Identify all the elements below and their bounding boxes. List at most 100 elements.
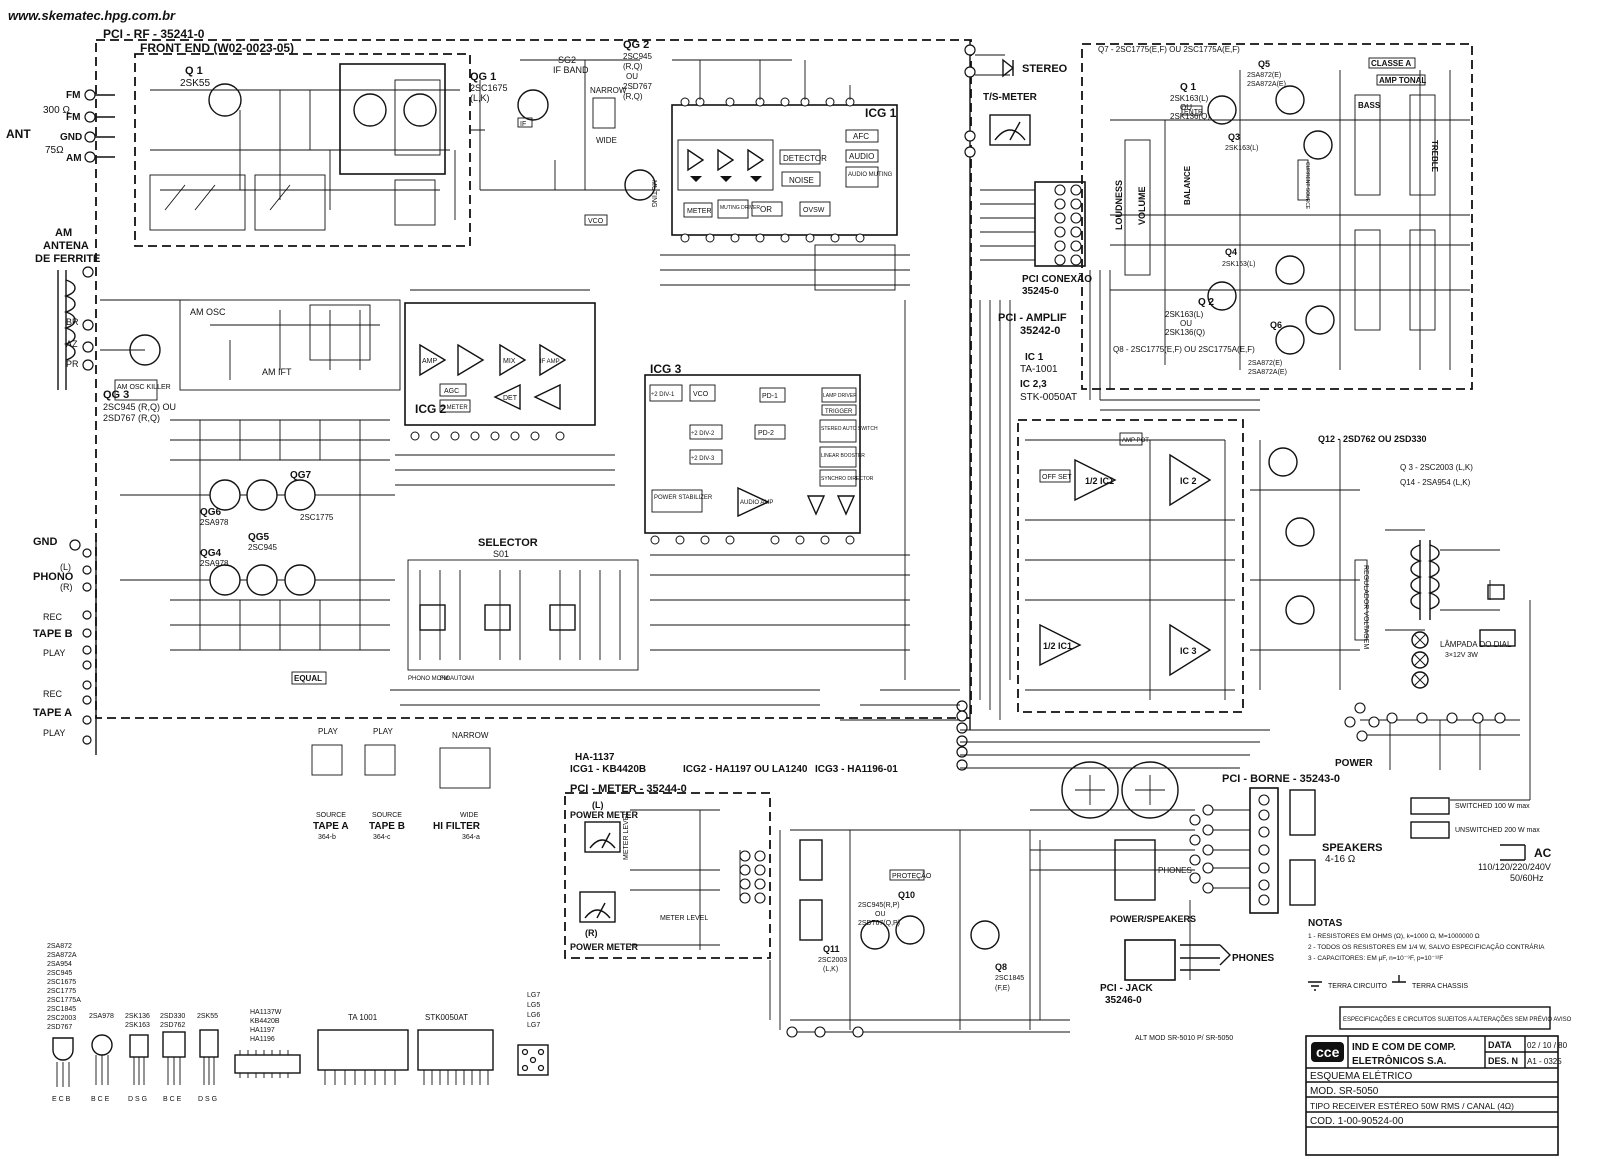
meter-block: METER xyxy=(687,208,712,215)
am-osc-killer-label: AM OSC KILLER xyxy=(117,384,171,391)
power-meter-l-1: POWER METER xyxy=(570,810,639,820)
conexao-board: PCI CONEXÃO 35245-0 PCI - AMPLIF 35242-0… xyxy=(980,181,1092,403)
freq-label: 50/60Hz xyxy=(1510,873,1544,883)
amp-pot-label: AMP POT xyxy=(1122,438,1149,444)
classe-a-label: CLASSE A xyxy=(1371,59,1411,68)
q10-part2: 2SD767(Q,P) xyxy=(858,920,900,927)
cce-logo: cce xyxy=(1316,1044,1340,1060)
coil-label-0: LG7 xyxy=(527,992,540,999)
speakers-label: SPEAKERS xyxy=(1322,842,1383,854)
qg2-transistor xyxy=(624,169,656,201)
pinout-type-3: 2SC945 xyxy=(47,970,72,977)
q10-ou: OU xyxy=(875,911,886,918)
pkg1-pins: E C B xyxy=(52,1096,71,1103)
agc-block: AGC xyxy=(444,388,459,395)
selector-switch: SELECTOR S01 PHONO MONO FM AUTO AM xyxy=(407,537,639,682)
q13-transistor xyxy=(1285,517,1315,547)
q10-part: 2SC945(R,P) xyxy=(858,902,900,909)
protection-circuit: PROTEÇÃO Q10 2SC945(R,P) OU 2SD767(Q,P) … xyxy=(786,829,1070,1038)
fm-auto-label: FM AUTO xyxy=(440,676,467,682)
qg7-part: 2SC1775 xyxy=(300,513,334,522)
title-block: cce IND E COM DE COMP. ELETRÔNICOS S.A. … xyxy=(1305,1035,1568,1156)
rf-transistor-a xyxy=(353,93,387,127)
q5-transistor xyxy=(1275,85,1305,115)
audio-amp-block: AUDIO AMP xyxy=(740,500,773,506)
offset-label: OFF SET xyxy=(1042,474,1072,481)
phono-preamp: QG 3 2SC945 (R,Q) OU 2SD767 (R,Q) QG4 2S… xyxy=(103,389,395,685)
ic-list-3: ICG3 - HA1196-01 xyxy=(815,764,898,775)
pinout-type-8: 2SC2003 xyxy=(47,1015,76,1022)
gnd-ant-label: GND xyxy=(60,132,82,143)
q2-amp-transistor xyxy=(1207,281,1237,311)
des-value: A1 - 0325 xyxy=(1527,1057,1562,1066)
ohm75-label: 75Ω xyxy=(45,145,64,156)
pinout-legend: 2SA872 2SA872A 2SA954 2SC945 2SC1675 2SC… xyxy=(47,943,549,1103)
q6-part: 2SA872(E) xyxy=(1248,360,1282,367)
phones-label: PHONES xyxy=(1232,953,1275,964)
balance-label: BALANCE xyxy=(1183,165,1192,205)
equal-label: EQUAL xyxy=(294,674,322,683)
qg6-part: 2SA978 xyxy=(200,518,229,527)
q12-label: Q12 - 2SD762 OU 2SD330 xyxy=(1318,434,1427,444)
detector-block: DETECTOR xyxy=(783,154,827,163)
phono-l: (L) xyxy=(60,562,71,572)
det-block: DET xyxy=(503,395,518,402)
ac-label: AC xyxy=(1534,846,1552,860)
power-speakers-switch: PHONES POWER/SPEAKERS PCI - JACK 35246-0… xyxy=(1061,761,1275,1006)
meter-board: PCI - METER - 35244-0 POWER METER (L) (R… xyxy=(564,783,771,959)
pinout-type-9: 2SD767 xyxy=(47,1024,72,1031)
qg5-label: QG5 xyxy=(248,532,270,543)
jack-label: PCI - JACK xyxy=(1100,983,1154,994)
note-3: 3 - CAPACITORES: EM μF, n=10⁻⁹F, p=10⁻¹²… xyxy=(1308,955,1443,962)
div2-block: ÷2 DIV-2 xyxy=(691,431,715,437)
qg1-label: QG 1 xyxy=(470,71,496,83)
am-osc-label: AM OSC xyxy=(190,307,226,317)
selector-no: S01 xyxy=(493,549,509,559)
muting-tag: MUTING xyxy=(650,180,657,208)
source-url: www.skematec.hpg.com.br xyxy=(8,8,176,23)
am-ift-label: AM IFT xyxy=(262,367,292,377)
tape-a-play: PLAY xyxy=(43,728,65,738)
protecao-label: PROTEÇÃO xyxy=(892,871,932,880)
q8b-part2: (F,E) xyxy=(995,985,1010,992)
loudness-label: LOUDNESS xyxy=(1114,180,1124,230)
pinout-type-6: 2SC1775A xyxy=(47,997,81,1004)
volume-label: VOLUME xyxy=(1137,186,1147,225)
notes-block: NOTAS 1 - RESISTORES EM OHMS (Ω), k=1000… xyxy=(1135,918,1572,1042)
speakers-ohm: 4-16 Ω xyxy=(1325,854,1356,865)
ha1137-label: HA-1137 xyxy=(575,752,615,763)
pkg5-pins: D S G xyxy=(198,1096,217,1103)
tape-a-label: TAPE A xyxy=(33,707,72,719)
pinout-type-7: 2SC1845 xyxy=(47,1006,76,1013)
rf-transistor-b xyxy=(403,93,437,127)
q4-amp-part: 2SK163(L) xyxy=(1222,261,1255,268)
div3-block: ÷2 DIV-3 xyxy=(691,456,715,462)
ohm300-label: 300 Ω xyxy=(43,105,70,116)
amplif-no: 35242-0 xyxy=(1020,325,1060,337)
pinout-type-2: 2SA954 xyxy=(47,961,72,968)
mix-block: MIX xyxy=(503,358,516,365)
qg2-part2: (R,Q) xyxy=(623,62,643,71)
tape-b-play: PLAY xyxy=(43,648,65,658)
regulator-section: Q12 - 2SD762 OU 2SD330 Q 3 - 2SC2003 (L,… xyxy=(1250,434,1473,690)
qg3-label: QG 3 xyxy=(103,389,129,401)
ic3-label: IC 3 xyxy=(1180,646,1197,656)
entr-label: ENTR xyxy=(1184,109,1203,116)
qg2-ou: OU xyxy=(626,72,638,81)
qg1-part: 2SC1675 xyxy=(470,83,508,93)
data-label: DATA xyxy=(1488,1040,1512,1050)
dip-label-1: KB4420B xyxy=(250,1018,280,1025)
tape-b-label: TAPE B xyxy=(33,628,73,640)
q8b-part: 2SC1845 xyxy=(995,975,1024,982)
play-b-label: PLAY xyxy=(373,727,394,736)
qg2-part3: 2SD767 xyxy=(623,82,652,91)
pkg2-pins: B C E xyxy=(91,1096,110,1103)
am-ant-label: AM xyxy=(66,153,82,164)
dip-package xyxy=(234,1054,301,1074)
ts-meter: T/S-METER xyxy=(983,92,1038,146)
q1-rf-transistor xyxy=(208,83,242,117)
ic1-ta-label: IC 1 xyxy=(1025,352,1044,363)
q12-transistor xyxy=(1268,447,1298,477)
qg4-part: 2SA978 xyxy=(200,559,229,568)
